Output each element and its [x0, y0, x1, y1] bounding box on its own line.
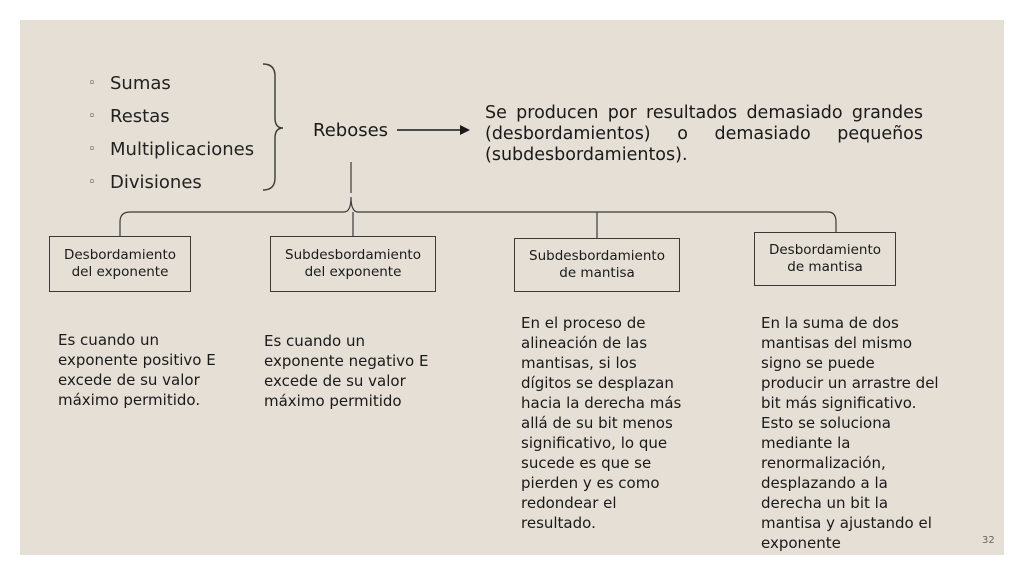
text-subdesbordamiento-mantisa: En el proceso de alineación de las manti…: [521, 314, 682, 532]
reboses-label: Reboses: [313, 120, 389, 141]
text-desbordamiento-exponente: Es cuando un exponente positivo E excede…: [58, 331, 216, 409]
box-subdesbordamiento-mantisa: Subdesbordamiento de mantisa: [514, 238, 680, 292]
page-number: 32: [982, 535, 995, 546]
list-item: ◦Divisiones: [88, 172, 202, 193]
box-subdesbordamiento-exponente: Subdesbordamiento del exponente: [270, 236, 436, 292]
text-subdesbordamiento-exponente: Es cuando un exponente negativo E excede…: [264, 332, 429, 410]
box-desbordamiento-mantisa: Desbordamiento de mantisa: [754, 232, 896, 286]
text-desbordamiento-mantisa: En la suma de dos mantisas del mismo sig…: [761, 314, 939, 552]
list-item: ◦Multiplicaciones: [88, 139, 255, 160]
box-desbordamiento-exponente: Desbordamiento del exponente: [49, 236, 191, 292]
list-item: ◦Restas: [88, 106, 170, 127]
box-title: Desbordamiento de mantisa: [768, 242, 882, 275]
operations-list: ◦Sumas ◦Restas ◦Multiplicaciones ◦Divisi…: [88, 67, 254, 199]
box-title: Subdesbordamiento de mantisa: [529, 248, 665, 281]
box-title: Subdesbordamiento del exponente: [285, 247, 421, 280]
box-title: Desbordamiento del exponente: [63, 247, 177, 280]
reboses-description: Se producen por resultados demasiado gra…: [485, 103, 923, 165]
list-item: ◦Sumas: [88, 73, 171, 94]
